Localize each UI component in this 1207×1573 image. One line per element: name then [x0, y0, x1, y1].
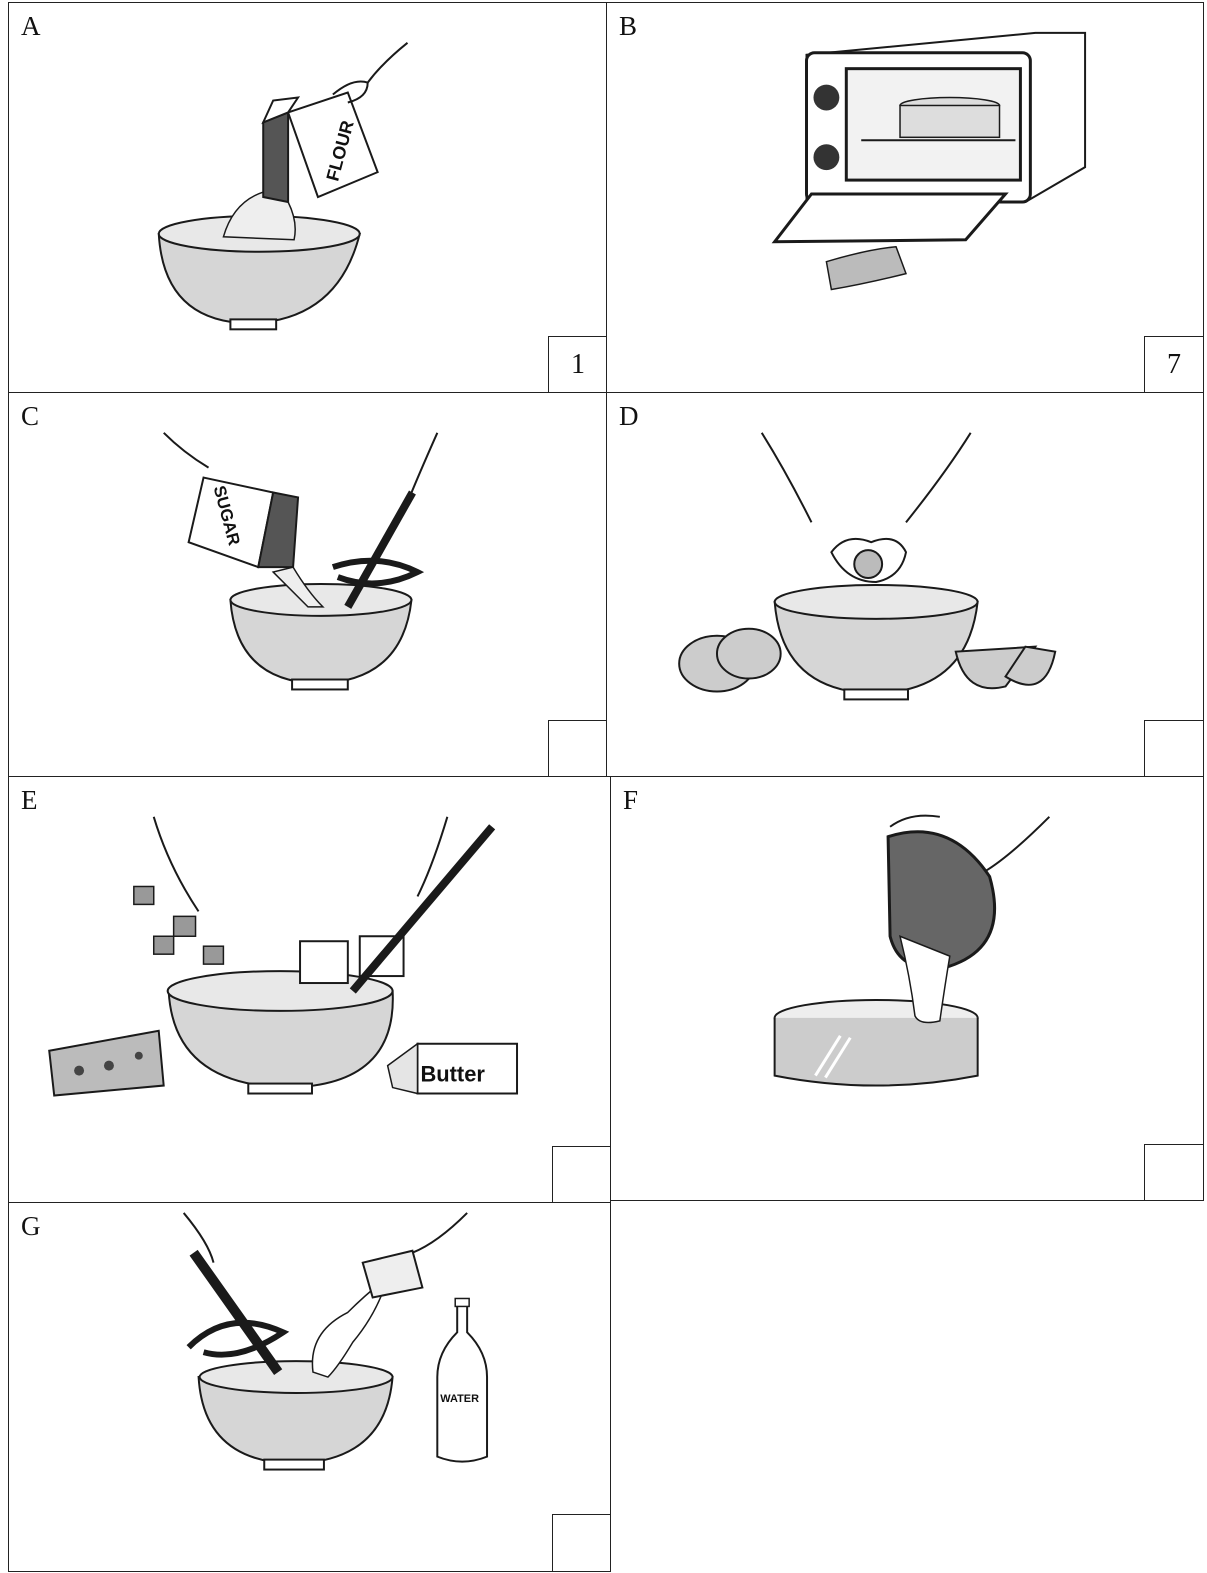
panel-a: FLOUR A 1: [8, 2, 608, 394]
answer-box[interactable]: [1144, 1144, 1204, 1202]
panel-empty: [610, 1200, 1204, 1572]
answer-box[interactable]: [1144, 720, 1204, 778]
panel-c: SUGAR C: [8, 392, 608, 778]
water-illustration: WATER: [9, 1203, 611, 1571]
sugar-illustration: SUGAR: [9, 393, 607, 777]
butter-cheese-illustration: Butter: [9, 777, 611, 1203]
panel-letter: B: [619, 13, 637, 40]
panel-letter: D: [619, 403, 639, 430]
panel-d: D: [606, 392, 1204, 778]
eggs-illustration: [607, 393, 1203, 777]
answer-box[interactable]: [548, 720, 608, 778]
answer-box[interactable]: 1: [548, 336, 608, 394]
panel-letter: E: [21, 787, 38, 814]
panel-letter: A: [21, 13, 41, 40]
answer-box[interactable]: [552, 1146, 612, 1204]
panel-letter: G: [21, 1213, 41, 1240]
answer-box[interactable]: 7: [1144, 336, 1204, 394]
panel-letter: C: [21, 403, 39, 430]
panel-b: B 7: [606, 2, 1204, 394]
panel-e: Butter E: [8, 776, 612, 1204]
panel-letter: F: [623, 787, 638, 814]
answer-box[interactable]: [552, 1514, 612, 1572]
worksheet-grid: FLOUR A 1 B 7 SUGAR: [8, 2, 1204, 1572]
pour-batter-illustration: [611, 777, 1203, 1201]
panel-f: F: [610, 776, 1204, 1202]
water-bottle-label: WATER: [440, 1393, 479, 1405]
oven-illustration: [607, 3, 1203, 393]
flour-illustration: FLOUR: [9, 3, 607, 393]
panel-g: WATER G: [8, 1202, 612, 1572]
butter-label: Butter: [420, 1062, 485, 1087]
